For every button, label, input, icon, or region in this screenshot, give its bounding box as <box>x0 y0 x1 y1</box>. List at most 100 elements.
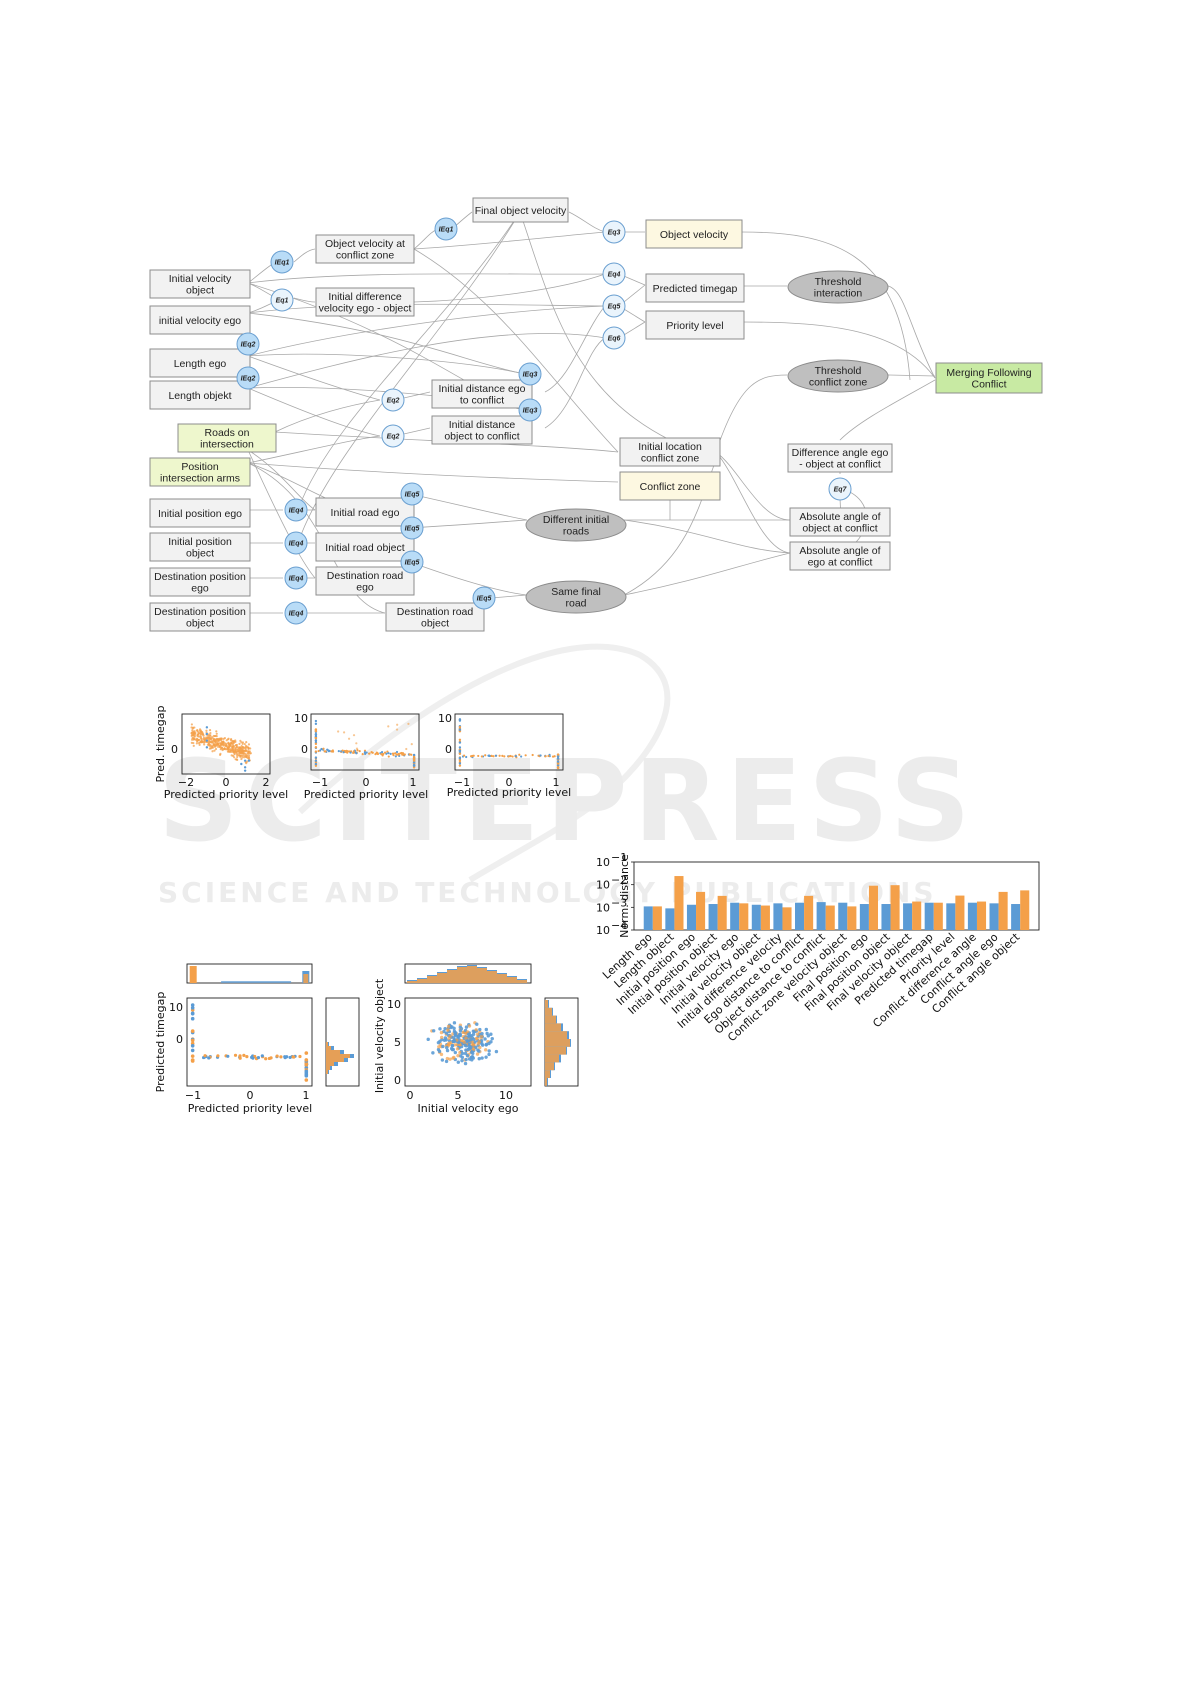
bar <box>881 904 891 930</box>
bar <box>933 902 943 930</box>
scatter-point <box>462 1040 466 1044</box>
node-box <box>645 273 745 303</box>
scatter-point <box>480 755 483 758</box>
node-label: interaction <box>814 288 863 300</box>
scatter-point <box>238 1056 242 1060</box>
scatter-point <box>243 766 247 769</box>
node-label: object <box>186 548 214 560</box>
bar-ytick-exponent: −3 <box>611 896 627 909</box>
scatter-point <box>193 726 196 729</box>
scatter-point <box>216 1054 220 1058</box>
equation-circle <box>518 398 542 422</box>
bar <box>816 902 826 930</box>
histogram-bar <box>326 1054 350 1058</box>
equation-label: Eq2 <box>387 398 400 405</box>
scatter-point <box>243 759 247 762</box>
node-label: Initial position <box>168 536 232 548</box>
scatter-point <box>233 752 236 755</box>
histogram-bar <box>507 977 517 983</box>
bar <box>912 901 922 930</box>
node-label: Final object velocity <box>475 205 567 217</box>
bar <box>838 902 848 930</box>
scatter-point <box>456 1053 460 1058</box>
equation-label: IEq4 <box>289 611 304 618</box>
node-box <box>149 532 251 562</box>
scatter-point <box>221 748 224 752</box>
scatter-point <box>243 749 247 753</box>
equation-ieq5a: IEq5 <box>400 482 424 506</box>
scatter-point <box>322 747 325 750</box>
node-label: object <box>421 618 449 630</box>
scatter-point <box>469 1033 474 1038</box>
scatter-point <box>480 1031 484 1036</box>
scatter-point <box>487 1049 491 1053</box>
histogram-bar <box>326 1066 330 1070</box>
scatter-point <box>198 743 201 746</box>
scatter-point <box>458 728 462 732</box>
scatter-point <box>448 1057 452 1061</box>
node-len-obj: Length objekt <box>149 380 251 410</box>
equation-ieq5b: IEq5 <box>400 516 424 540</box>
scatter-point <box>556 766 560 770</box>
scatter-point <box>469 1037 473 1042</box>
scatter-point <box>215 735 218 738</box>
s2-xtick-1: 0 <box>363 776 370 789</box>
scatter-point <box>471 1047 476 1052</box>
scatter-point <box>190 1003 195 1007</box>
scatter-point <box>291 1055 295 1059</box>
equation-ieq5c: IEq5 <box>400 550 424 574</box>
scatter-point <box>326 748 329 751</box>
bar <box>643 906 653 930</box>
scatter-point <box>220 742 223 746</box>
scatter-point <box>247 759 251 762</box>
scatter-point <box>483 1048 488 1052</box>
bar-ytick-label: 10 <box>596 924 610 937</box>
bar-ytick-exponent: −2 <box>611 874 627 887</box>
scatter-point <box>314 756 318 759</box>
node-label: Object velocity at <box>325 238 405 250</box>
bar <box>967 902 977 930</box>
equation-label: IEq5 <box>405 526 420 533</box>
scatter-point <box>235 743 239 747</box>
scatter-point <box>395 728 399 731</box>
scatter-point <box>220 747 223 750</box>
scatter-point <box>239 755 242 759</box>
histogram-bar <box>487 971 497 983</box>
joint-plot-1: −1 0 1 10 0 Predicted priority level Pre… <box>154 963 360 1115</box>
scatter-point <box>394 755 397 758</box>
joint-plot-2: 0 5 10 10 5 0 Initial velocity ego Initi… <box>373 963 579 1115</box>
scatter-point <box>556 755 560 758</box>
s3-xtick-0: −1 <box>454 776 470 789</box>
equation-eq4: Eq4 <box>602 262 626 286</box>
equation-label: IEq2 <box>241 342 256 349</box>
scatter-point <box>473 1040 477 1044</box>
equation-eq7: Eq7 <box>828 477 852 501</box>
equation-eq2a: Eq2 <box>381 388 405 412</box>
scatter-plot-2: −1 0 1 10 0 Predicted priority level <box>294 712 428 801</box>
equation-label: IEq5 <box>405 560 420 567</box>
scatter-point <box>448 1034 452 1038</box>
node-label: Conflict zone <box>640 481 701 493</box>
scatter-point <box>324 750 327 753</box>
node-label: Object velocity <box>660 229 729 241</box>
scatter-point <box>463 1051 468 1056</box>
scatter-point <box>531 753 534 757</box>
scatter-point <box>213 744 216 747</box>
node-label: Same final <box>551 586 601 598</box>
bar <box>739 903 749 930</box>
node-label: Roads on <box>205 427 250 439</box>
histogram-bar <box>545 1015 556 1024</box>
scatter-point <box>463 1061 468 1066</box>
scatter-point <box>484 1027 489 1032</box>
scatter-point <box>547 754 550 758</box>
scatter-point <box>229 748 232 751</box>
scatter-point <box>465 1053 470 1058</box>
node-box <box>149 348 251 378</box>
scatter-point <box>245 1054 249 1059</box>
node-label: conflict zone <box>336 250 395 262</box>
